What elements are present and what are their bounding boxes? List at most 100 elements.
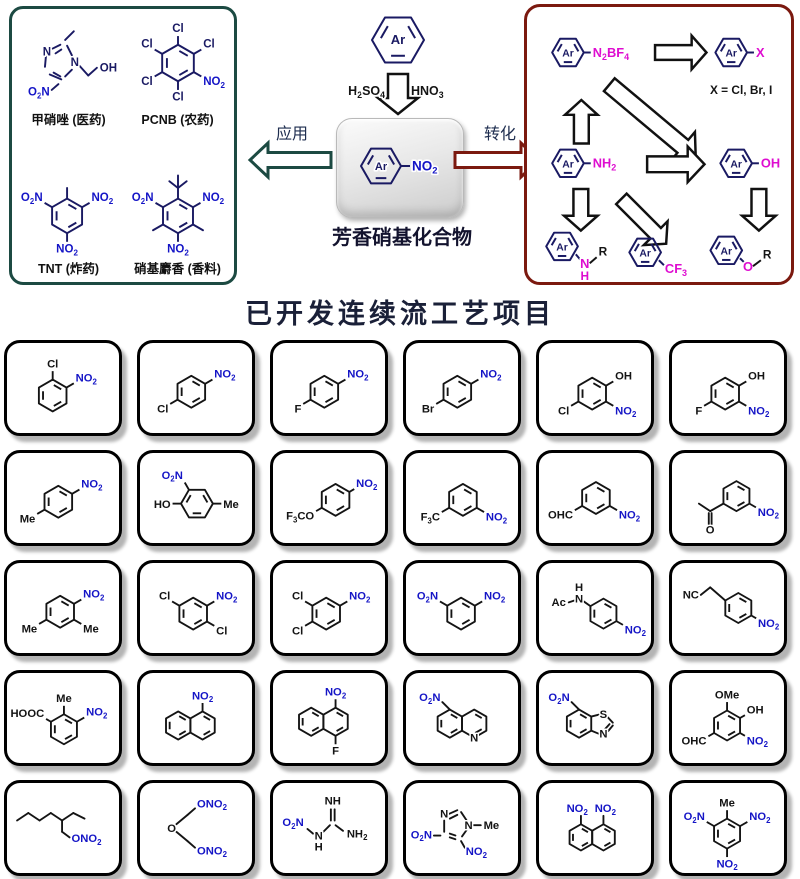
svg-text:OH: OH — [99, 63, 116, 75]
svg-text:Ar: Ar — [721, 246, 733, 257]
svg-text:Cl: Cl — [47, 358, 58, 370]
svg-text:NO2: NO2 — [484, 591, 506, 605]
svg-text:Cl: Cl — [203, 39, 215, 51]
svg-text:OH: OH — [615, 371, 632, 383]
svg-text:O2N: O2N — [417, 591, 438, 605]
svg-text:R: R — [599, 244, 608, 258]
svg-text:H: H — [315, 842, 323, 854]
svg-text:Cl: Cl — [141, 39, 153, 51]
svg-text:Cl: Cl — [292, 591, 303, 603]
svg-text:NO2: NO2 — [619, 510, 641, 524]
svg-text:OH: OH — [761, 156, 780, 171]
caption-pcnb: PCNB (农药) — [141, 113, 214, 127]
svg-text:NO2: NO2 — [91, 192, 113, 206]
svg-text:N: N — [42, 46, 50, 58]
svg-text:NO2: NO2 — [203, 76, 225, 90]
svg-text:NO2: NO2 — [83, 589, 105, 603]
svg-text:NH: NH — [325, 796, 341, 808]
svg-text:OHC: OHC — [548, 510, 573, 522]
svg-text:O2N: O2N — [162, 470, 183, 484]
structure-tile-20: NO2 — [137, 670, 255, 766]
svg-text:F3C: F3C — [421, 512, 440, 526]
svg-text:Br: Br — [422, 403, 435, 415]
molecule-drawing-11: NO2 OHC — [546, 481, 642, 525]
svg-text:Cl: Cl — [216, 625, 227, 637]
svg-text:H: H — [575, 582, 583, 594]
compound-name: 芳香硝基化合物 — [332, 225, 472, 249]
svg-text:Me: Me — [20, 513, 36, 525]
apply-arrow-label: 应用 — [275, 124, 308, 143]
svg-text:NO2: NO2 — [56, 243, 78, 257]
svg-text:OH: OH — [748, 371, 765, 383]
svg-text:ONO2: ONO2 — [71, 833, 102, 847]
svg-text:ONO2: ONO2 — [197, 798, 228, 812]
svg-text:N2BF4: N2BF4 — [593, 45, 629, 62]
svg-text:N: N — [440, 809, 448, 821]
svg-text:Ar: Ar — [556, 242, 568, 253]
svg-text:N: N — [575, 593, 583, 605]
svg-text:N: N — [70, 57, 78, 69]
svg-text:NO2: NO2 — [747, 735, 769, 749]
svg-text:H2SO4: H2SO4 — [348, 84, 385, 100]
svg-text:NO2: NO2 — [86, 707, 108, 721]
svg-text:NO2: NO2 — [480, 369, 502, 383]
molecule-drawing-25: ONO2 — [16, 812, 104, 848]
svg-text:Ar: Ar — [562, 159, 574, 170]
svg-text:OMe: OMe — [715, 689, 739, 701]
svg-text:NC: NC — [683, 590, 699, 602]
svg-text:Cl: Cl — [157, 403, 168, 415]
svg-text:O: O — [743, 259, 753, 274]
svg-text:N: N — [599, 729, 607, 741]
svg-text:O2N: O2N — [282, 817, 303, 831]
svg-text:H: H — [581, 269, 590, 282]
svg-text:X: X — [756, 45, 765, 60]
svg-text:NO2: NO2 — [216, 591, 238, 605]
svg-text:O: O — [167, 823, 176, 835]
svg-text:Cl: Cl — [172, 23, 184, 35]
svg-text:NO2: NO2 — [615, 405, 637, 419]
svg-text:O2N: O2N — [27, 87, 49, 101]
svg-text:Ar: Ar — [391, 32, 405, 47]
svg-text:NH2: NH2 — [347, 828, 368, 842]
svg-text:Ar: Ar — [375, 161, 388, 173]
svg-text:NO2: NO2 — [167, 243, 189, 257]
svg-text:O2N: O2N — [684, 811, 705, 825]
svg-text:NO2: NO2 — [758, 507, 780, 521]
svg-text:Cl: Cl — [292, 625, 303, 637]
caption-tnt: TNT (炸药) — [37, 261, 100, 276]
molecule-drawing-16: O2N NO2 — [415, 589, 507, 631]
svg-text:ONO2: ONO2 — [197, 845, 228, 859]
svg-text:F3CO: F3CO — [286, 511, 314, 525]
